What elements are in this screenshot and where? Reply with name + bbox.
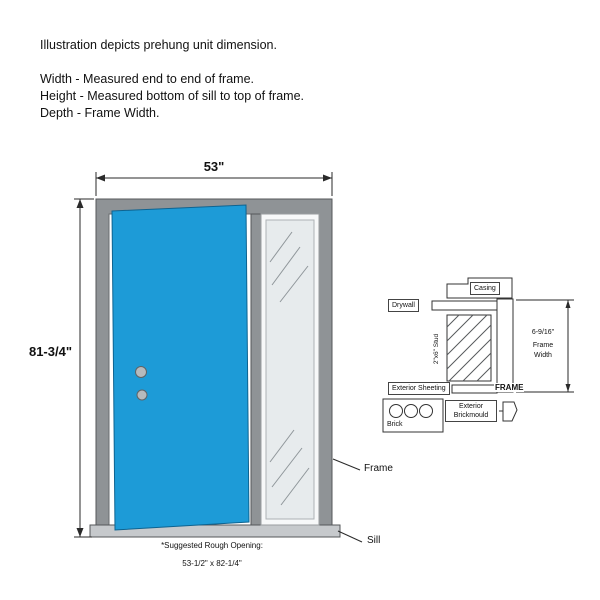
brick-core-hole (404, 404, 418, 418)
rough-opening-title: *Suggested Rough Opening: (161, 541, 263, 550)
arrowhead-cs-bottom (565, 384, 571, 392)
note-width: Width - Measured end to end of frame. (40, 72, 254, 86)
cross-section-detail (382, 277, 574, 433)
frame-width-caption-1: Frame (532, 342, 554, 349)
mullion (250, 213, 262, 526)
casing-label: Casing (470, 282, 500, 295)
stud-hatching (446, 314, 492, 382)
stud-label: 2"x6" Stud (433, 333, 440, 365)
frame-section (496, 298, 514, 393)
deadbolt (135, 366, 147, 378)
exterior-sheeting-label: Exterior Sheeting (388, 382, 450, 395)
note-height: Height - Measured bottom of sill to top … (40, 89, 305, 103)
arrowhead-left (96, 174, 105, 182)
brick-core-hole (389, 404, 403, 418)
sidelite-glass (265, 219, 315, 520)
brick-label: Brick (387, 421, 403, 428)
door-unit (89, 198, 341, 538)
exterior-brickmould-label: Exterior Brickmould (445, 400, 497, 422)
frame-leader-line (332, 458, 361, 471)
arrowhead-cs-top (565, 300, 571, 308)
drywall-layer (431, 300, 498, 311)
drywall-label: Drywall (388, 299, 419, 312)
frame-section-label: FRAME (494, 383, 525, 392)
sheeting-layer (451, 384, 498, 394)
frame-callout-label: Frame (364, 463, 393, 474)
frame-width-caption-2: Width (534, 352, 552, 359)
sill-callout-label: Sill (367, 535, 381, 546)
width-dimension-label: 53" (203, 159, 225, 174)
sill-leader-line (337, 530, 363, 543)
brick-core-hole (419, 404, 433, 418)
note-depth: Depth - Frame Width. (40, 106, 160, 120)
arrowhead-bottom (76, 528, 84, 537)
glass-reflection-lines (269, 231, 310, 506)
arrowhead-top (76, 199, 84, 208)
rough-opening-size: 53-1/2" x 82-1/4" (182, 559, 242, 568)
frame-width-dimension-label: 6-9/16" (531, 329, 555, 336)
height-dimension-label: 81-3/4" (28, 344, 72, 359)
brickmould-profile (502, 401, 518, 422)
door-knob (136, 389, 148, 401)
arrowhead-right (323, 174, 332, 182)
dimension-lines (74, 172, 333, 538)
leader-lines (332, 458, 363, 543)
door-panel (111, 204, 250, 531)
note-title: Illustration depicts prehung unit dimens… (40, 38, 277, 52)
